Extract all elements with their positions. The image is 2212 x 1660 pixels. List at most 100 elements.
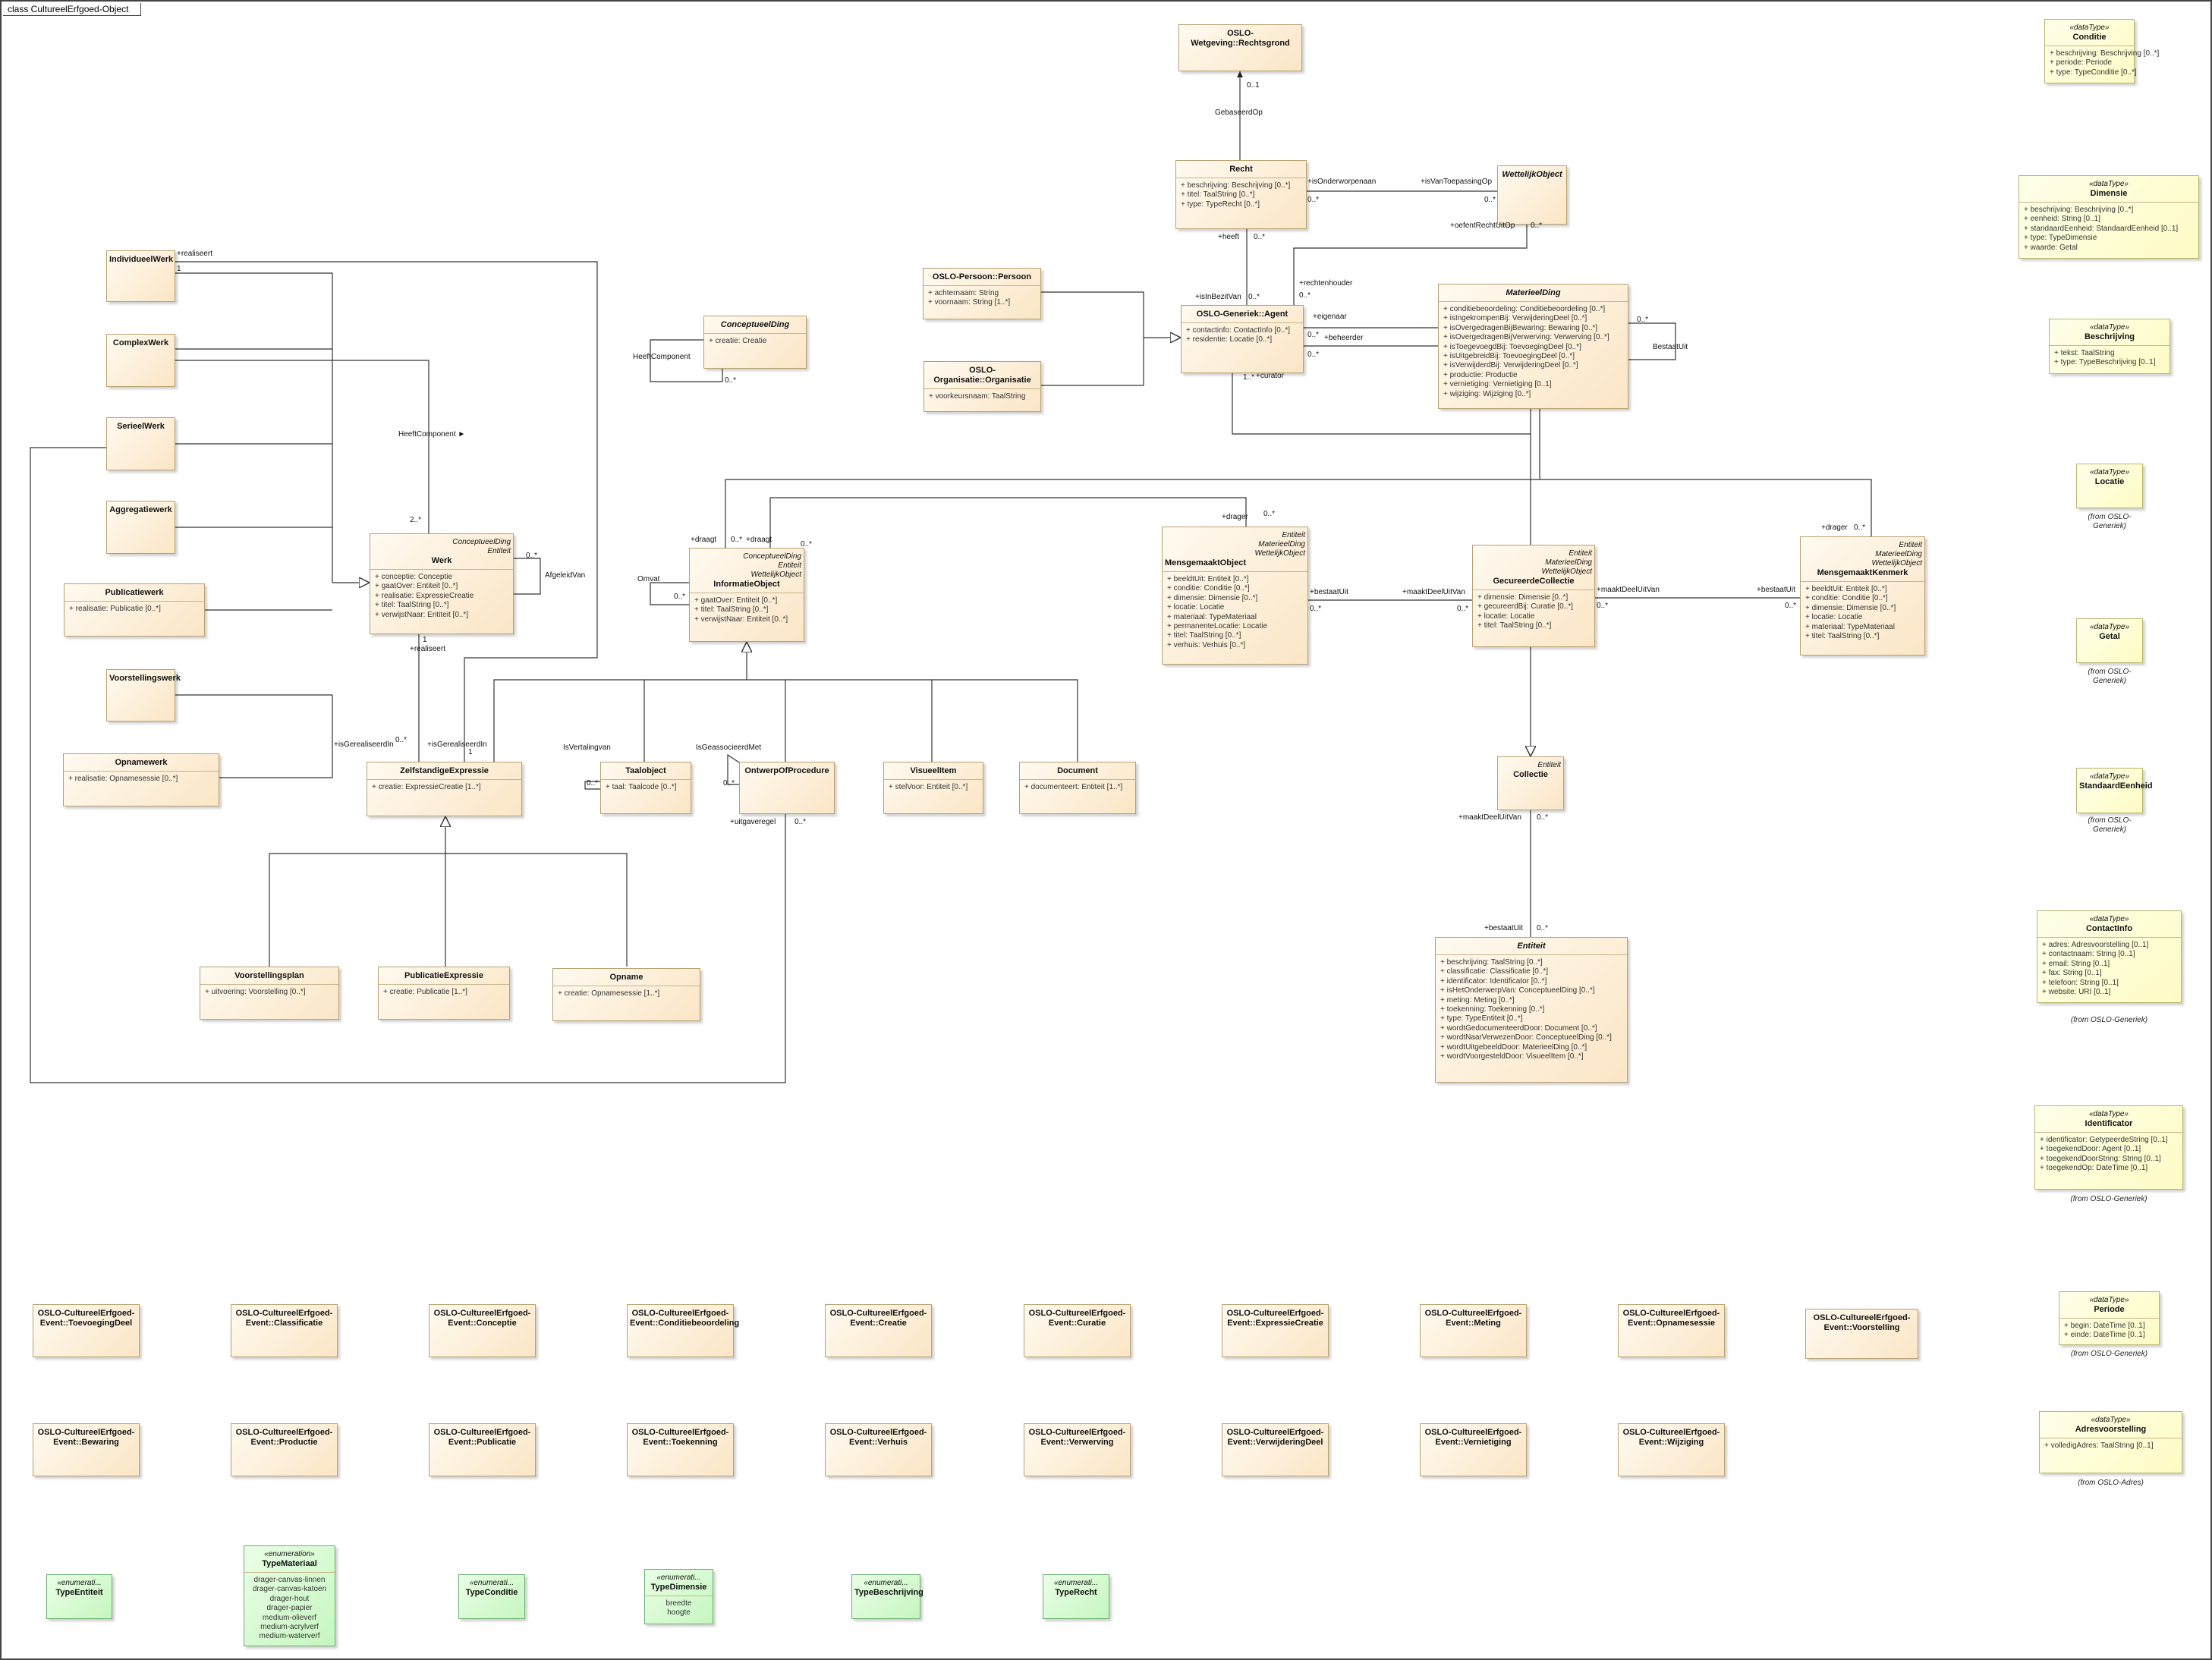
assoc-label: +drager bbox=[1821, 523, 1848, 532]
event-vernietiging[interactable]: OSLO-CultureelErfgoed-Event::Vernietigin… bbox=[1420, 1423, 1527, 1476]
class-aggregatiewerk[interactable]: Aggregatiewerk bbox=[106, 501, 175, 554]
gen-persoon bbox=[1041, 291, 1144, 338]
event-conceptie[interactable]: OSLO-CultureelErfgoed-Event::Conceptie bbox=[429, 1304, 536, 1357]
assoc-isgeassocieerd bbox=[727, 753, 740, 785]
assoc-label: 1..* bbox=[1243, 373, 1255, 382]
class-persoon[interactable]: OSLO-Persoon::Persoon + achternaam: Stri… bbox=[923, 268, 1041, 319]
event-voorstelling[interactable]: OSLO-CultureelErfgoed-Event::Voorstellin… bbox=[1805, 1309, 1918, 1359]
assoc-label: 0..* bbox=[587, 779, 599, 788]
assoc-afgeleidvan bbox=[514, 558, 541, 595]
class-taalobject[interactable]: Taalobject + taal: Taalcode [0..*] bbox=[600, 762, 691, 814]
assoc-label: +isOnderworpenaan bbox=[1307, 178, 1377, 186]
gen-voorstellingsplan bbox=[269, 853, 445, 967]
event-bewaring[interactable]: OSLO-CultureelErfgoed-Event::Bewaring bbox=[33, 1423, 140, 1476]
datatype-identificator[interactable]: «dataType»Identificator + identificator:… bbox=[2034, 1105, 2183, 1190]
class-wettelijkobject[interactable]: WettelijkObject bbox=[1497, 165, 1567, 225]
class-conceptueelding[interactable]: ConceptueelDing + creatie: Creatie bbox=[703, 316, 807, 369]
event-expressiecreatie[interactable]: OSLO-CultureelErfgoed-Event::ExpressieCr… bbox=[1222, 1304, 1329, 1357]
event-meting[interactable]: OSLO-CultureelErfgoed-Event::Meting bbox=[1420, 1304, 1527, 1357]
from-standaardeenheid: (from OSLO-Generiek) bbox=[2088, 816, 2132, 834]
assoc-isvertalingvan-b bbox=[584, 788, 600, 790]
assoc-label: +realiseert bbox=[410, 645, 445, 653]
class-publicatieexpressie[interactable]: PublicatieExpressie + creatie: Publicati… bbox=[378, 967, 510, 1020]
assoc-label: +draagt bbox=[691, 536, 717, 544]
event-conditiebeoordeling[interactable]: OSLO-CultureelErfgoed-Event::Conditiebeo… bbox=[627, 1304, 739, 1357]
event-productie[interactable]: OSLO-CultureelErfgoed-Event::Productie bbox=[231, 1423, 338, 1476]
class-materieelding[interactable]: MaterieelDing + conditiebeoordeling: Con… bbox=[1438, 284, 1628, 409]
class-ontwerpofprocedure[interactable]: OntwerpOfProcedure bbox=[739, 762, 835, 814]
assoc-label: HeeftComponent ► bbox=[398, 430, 466, 439]
class-publicatiewerk[interactable]: Publicatiewerk + realisatie: Publicatie … bbox=[64, 583, 205, 637]
datatype-standaardeenheid[interactable]: «dataType»StandaardEenheid bbox=[2076, 768, 2153, 813]
assoc-label: +oefentRechtUitOp bbox=[1450, 222, 1515, 230]
class-serieelwerk[interactable]: SerieelWerk bbox=[106, 417, 175, 470]
event-verhuis[interactable]: OSLO-CultureelErfgoed-Event::Verhuis bbox=[825, 1423, 932, 1476]
class-organisatie[interactable]: OSLO-Organisatie::Organisatie + voorkeur… bbox=[924, 361, 1041, 412]
class-entiteit[interactable]: Entiteit + beschrijving: TaalString [0..… bbox=[1435, 937, 1628, 1083]
event-verwijderingdeel[interactable]: OSLO-CultureelErfgoed-Event::Verwijderin… bbox=[1222, 1423, 1329, 1476]
gen-opnamewerk bbox=[219, 695, 333, 778]
class-complexwerk[interactable]: ComplexWerk bbox=[106, 334, 175, 387]
event-wijziging[interactable]: OSLO-CultureelErfgoed-Event::Wijziging bbox=[1618, 1423, 1725, 1476]
enum-typeentiteit[interactable]: «enumerati...TypeEntiteit bbox=[46, 1574, 112, 1619]
enum-typebeschrijving[interactable]: «enumerati...TypeBeschrijving bbox=[851, 1574, 924, 1619]
event-toekenning[interactable]: OSLO-CultureelErfgoed-Event::Toekenning bbox=[627, 1423, 734, 1476]
class-recht[interactable]: Recht + beschrijving: Beschrijving [0..*… bbox=[1175, 160, 1307, 229]
class-voorstellingsplan[interactable]: Voorstellingsplan + uitvoering: Voorstel… bbox=[200, 967, 339, 1020]
event-opnamesessie[interactable]: OSLO-CultureelErfgoed-Event::Opnamesessi… bbox=[1618, 1304, 1725, 1357]
from-identificator: (from OSLO-Generiek) bbox=[2070, 1195, 2147, 1203]
datatype-adresvoorstelling[interactable]: «dataType»Adresvoorstelling + volledigAd… bbox=[2039, 1411, 2182, 1473]
assoc-label: 1 bbox=[423, 636, 427, 644]
from-locatie: (from OSLO-Generiek) bbox=[2088, 513, 2132, 530]
class-opnamewerk[interactable]: Opnamewerk + realisatie: Opnamesessie [0… bbox=[63, 753, 219, 806]
class-zelfstandigeexpressie[interactable]: ZelfstandigeExpressie + creatie: Express… bbox=[367, 762, 522, 816]
enum-typeconditie[interactable]: «enumerati...TypeConditie bbox=[458, 1574, 525, 1619]
assoc-draagt-1 bbox=[725, 399, 1540, 548]
assoc-label: 1 bbox=[468, 748, 473, 756]
event-verwerving[interactable]: OSLO-CultureelErfgoed-Event::Verwerving bbox=[1024, 1423, 1131, 1476]
enum-typerecht[interactable]: «enumerati...TypeRecht bbox=[1043, 1574, 1109, 1619]
assoc-label: 2..* bbox=[410, 516, 422, 524]
class-agent[interactable]: OSLO-Generiek::Agent + contactinfo: Cont… bbox=[1181, 305, 1304, 373]
class-opname[interactable]: Opname + creatie: Opnamesessie [1..*] bbox=[552, 968, 700, 1021]
assoc-label: +bestaatUit bbox=[1310, 588, 1348, 596]
assoc-label: 0..* bbox=[1484, 196, 1496, 204]
event-publicatie[interactable]: OSLO-CultureelErfgoed-Event::Publicatie bbox=[429, 1423, 536, 1476]
event-creatie[interactable]: OSLO-CultureelErfgoed-Event::Creatie bbox=[825, 1304, 932, 1357]
class-voorstellingswerk[interactable]: Voorstellingswerk bbox=[106, 669, 181, 722]
datatype-dimensie[interactable]: «dataType»Dimensie + beschrijving: Besch… bbox=[2018, 175, 2199, 259]
assoc-label: +maaktDeelUitVan bbox=[1402, 588, 1465, 596]
class-document[interactable]: Document + documenteert: Entiteit [1..*] bbox=[1019, 762, 1136, 814]
assoc-label: 0..* bbox=[526, 552, 538, 560]
assoc-isvertalingvan bbox=[584, 781, 600, 788]
datatype-getal[interactable]: «dataType»Getal bbox=[2076, 618, 2143, 663]
class-individueelwerk[interactable]: IndividueelWerk bbox=[106, 250, 175, 302]
assoc-label: 0..* bbox=[1307, 351, 1320, 359]
assoc-label: 0..* bbox=[801, 540, 813, 549]
assoc-label: 0..* bbox=[794, 818, 807, 826]
class-rechtsgrond[interactable]: OSLO-Wetgeving::Rechtsgrond bbox=[1178, 24, 1302, 71]
assoc-label: +realiseert bbox=[177, 250, 212, 258]
assoc-label: AfgeleidVan bbox=[545, 571, 586, 580]
datatype-contactinfo[interactable]: «dataType»ContactInfo + adres: Adresvoor… bbox=[2037, 910, 2182, 1003]
event-classificatie[interactable]: OSLO-CultureelErfgoed-Event::Classificat… bbox=[231, 1304, 338, 1357]
datatype-periode[interactable]: «dataType»Periode + begin: DateTime [0..… bbox=[2059, 1291, 2160, 1345]
assoc-curator bbox=[1232, 373, 1531, 599]
enum-typemateriaal[interactable]: «enumeration»TypeMateriaal drager-canvas… bbox=[244, 1545, 335, 1646]
class-visueelitem[interactable]: VisueelItem + stelVoor: Entiteit [0..*] bbox=[883, 762, 983, 814]
assoc-omvat bbox=[650, 582, 689, 605]
assoc-label: +bestaatUit bbox=[1484, 924, 1523, 932]
datatype-conditie[interactable]: «dataType»Conditie + beschrijving: Besch… bbox=[2044, 19, 2159, 83]
assoc-label: 0..* bbox=[1310, 605, 1322, 613]
event-toevoegingdeel[interactable]: OSLO-CultureelErfgoed-Event::ToevoegingD… bbox=[33, 1304, 140, 1357]
event-curatie[interactable]: OSLO-CultureelErfgoed-Event::Curatie bbox=[1024, 1304, 1131, 1357]
datatype-locatie[interactable]: «dataType»Locatie bbox=[2076, 464, 2143, 508]
datatype-beschrijving[interactable]: «dataType»Beschrijving + tekst: TaalStri… bbox=[2049, 319, 2170, 374]
